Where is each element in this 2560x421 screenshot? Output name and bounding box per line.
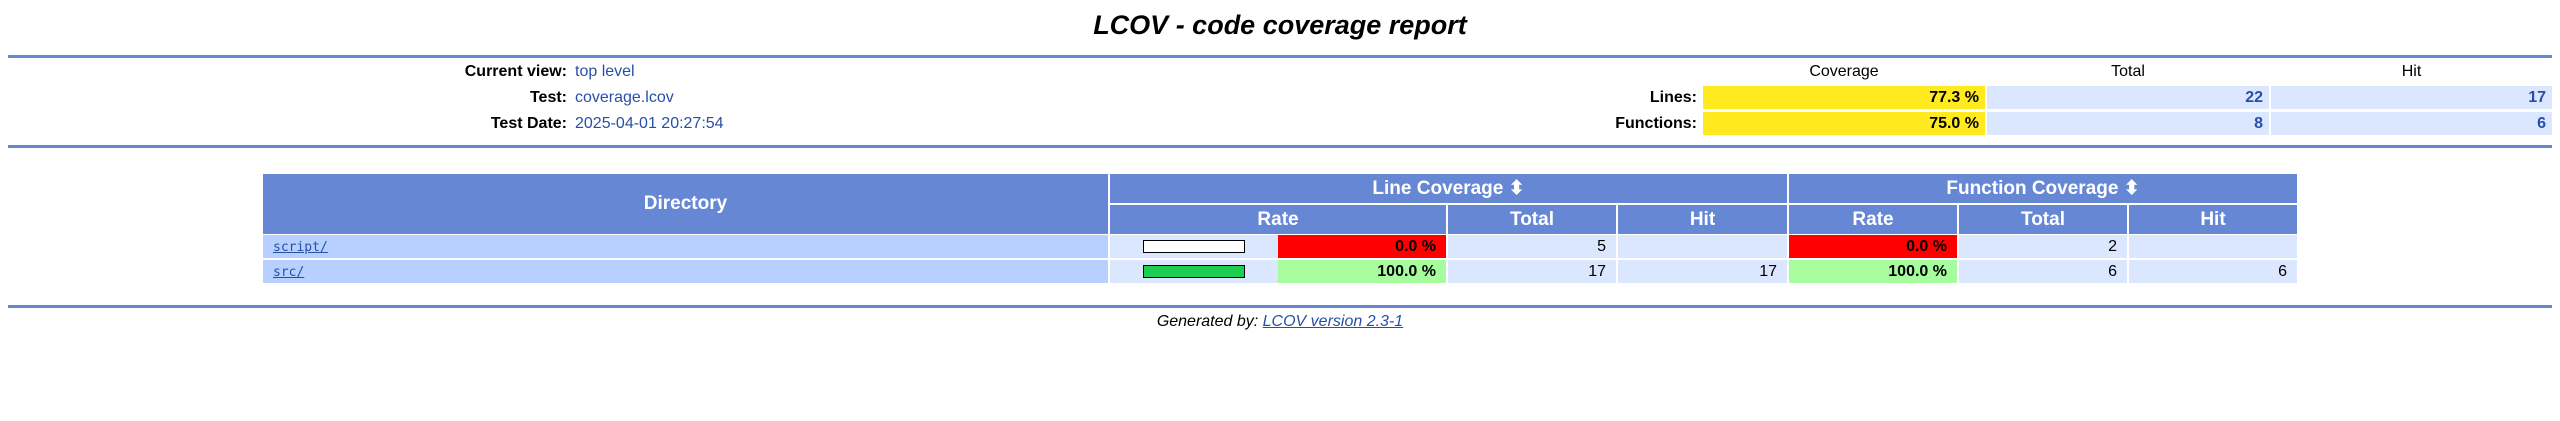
- coverage-bar: [1143, 240, 1245, 253]
- test-date-label: Test Date:: [490, 115, 567, 132]
- dir-link-script[interactable]: script/: [273, 240, 328, 255]
- directory-column-header: Directory: [263, 174, 1108, 234]
- dir-link-src[interactable]: src/: [273, 265, 305, 280]
- test-date-value: 2025-04-01 20:27:54: [575, 115, 724, 132]
- summary-total-header: Total: [2111, 63, 2145, 80]
- line-total-cell: 17: [1448, 260, 1616, 283]
- page-title: LCOV - code coverage report: [1093, 10, 1467, 40]
- func-rate-cell: 100.0 %: [1789, 260, 1957, 283]
- functions-hit: 6: [2271, 112, 2552, 135]
- top-divider: [8, 55, 2552, 58]
- lines-coverage: 77.3 %: [1703, 86, 1985, 109]
- func-total-cell: 2: [1959, 235, 2127, 258]
- function-coverage-header[interactable]: Function Coverage ⬍: [1789, 174, 2297, 203]
- line-coverage-bar-cell: [1110, 260, 1278, 283]
- test-label: Test:: [529, 89, 567, 106]
- line-total-header: Total: [1448, 205, 1616, 234]
- lcov-version-link[interactable]: LCOV version 2.3-1: [1262, 313, 1404, 330]
- coverage-bar: [1143, 265, 1245, 278]
- functions-coverage: 75.0 %: [1703, 112, 1985, 135]
- footer-prefix: Generated by:: [1156, 313, 1263, 330]
- line-rate-cell: 0.0 %: [1278, 235, 1446, 258]
- func-total-cell: 6: [1959, 260, 2127, 283]
- line-total-cell: 5: [1448, 235, 1616, 258]
- functions-label: Functions:: [1615, 115, 1697, 132]
- current-view-label: Current view:: [464, 63, 567, 80]
- line-coverage-header[interactable]: Line Coverage ⬍: [1110, 174, 1787, 203]
- line-hit-header: Hit: [1618, 205, 1787, 234]
- func-rate-cell: 0.0 %: [1789, 235, 1957, 258]
- coverage-bar-fill: [1144, 266, 1244, 277]
- functions-total: 8: [1987, 112, 2269, 135]
- line-coverage-bar-cell: [1110, 235, 1278, 258]
- summary-hit-header: Hit: [2401, 63, 2422, 80]
- mid-divider: [8, 145, 2552, 148]
- func-hit-cell: 6: [2129, 260, 2297, 283]
- lines-total: 22: [1987, 86, 2269, 109]
- bottom-divider: [8, 305, 2552, 308]
- func-hit-header: Hit: [2129, 205, 2297, 234]
- line-rate-header: Rate: [1110, 205, 1446, 234]
- func-rate-header: Rate: [1789, 205, 1957, 234]
- line-hit-cell: 17: [1618, 260, 1787, 283]
- table-row-dir: src/: [263, 260, 1108, 283]
- func-hit-cell: [2129, 235, 2297, 258]
- lines-hit: 17: [2271, 86, 2552, 109]
- line-rate-cell: 100.0 %: [1278, 260, 1446, 283]
- test-value: coverage.lcov: [575, 89, 674, 106]
- summary-coverage-header: Coverage: [1809, 63, 1879, 80]
- line-hit-cell: [1618, 235, 1787, 258]
- footer: Generated by: LCOV version 2.3-1: [0, 313, 2560, 331]
- func-total-header: Total: [1959, 205, 2127, 234]
- current-view-value: top level: [575, 63, 635, 80]
- table-row-dir: script/: [263, 235, 1108, 258]
- lines-label: Lines:: [1649, 89, 1697, 106]
